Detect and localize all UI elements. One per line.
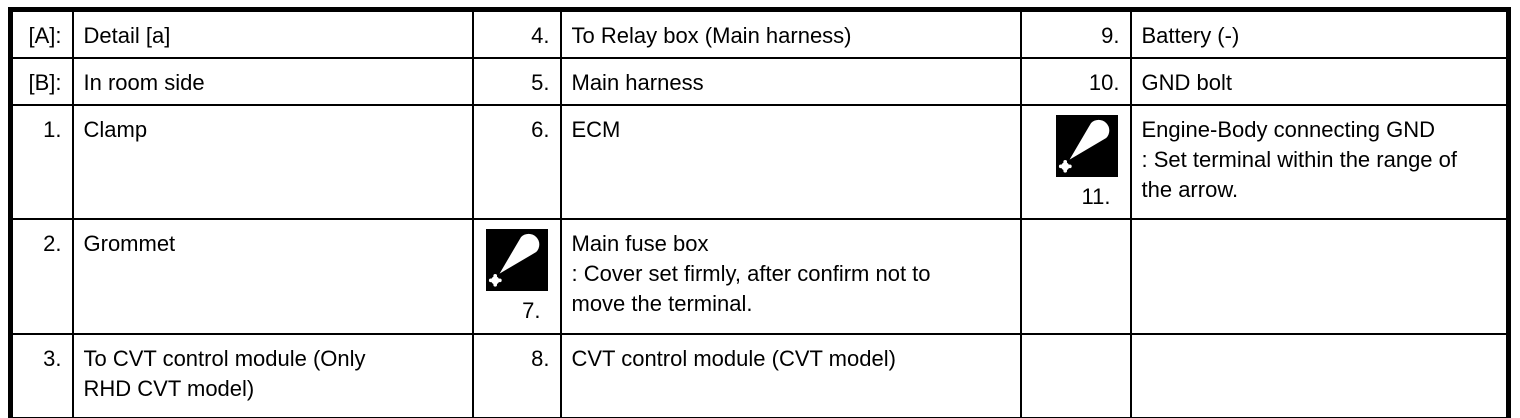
item-number-cell: 10. — [1019, 57, 1132, 106]
item-number-cell: 11. — [1019, 104, 1132, 220]
item-label-cell: Battery (-) — [1129, 8, 1510, 59]
item-label-cell: CVT control module (CVT model) — [559, 333, 1022, 418]
item-number-cell: 3. — [9, 333, 74, 418]
arrow-marker-icon — [1055, 115, 1118, 177]
table-row: [B]: In room side 5. Main harness 10. GN… — [9, 57, 1510, 106]
item-label-cell: Clamp — [71, 104, 474, 220]
legend-table: [A]: Detail [a] 4. To Relay box (Main ha… — [8, 7, 1511, 418]
item-label-cell: To Relay box (Main harness) — [559, 8, 1022, 59]
item-label-cell: Main harness — [559, 57, 1022, 106]
table-row: 2. Grommet 7. Main fuse box : Cover — [9, 218, 1510, 335]
item-number-cell: 1. — [9, 104, 74, 220]
item-number-cell — [1019, 218, 1132, 335]
item-label-cell: Main fuse box : Cover set firmly, after … — [559, 218, 1022, 335]
item-label-cell: ECM — [559, 104, 1022, 220]
item-number-cell: [A]: — [9, 8, 74, 59]
table-row: 3. To CVT control module (Only RHD CVT m… — [9, 333, 1510, 418]
item-label-cell: Grommet — [71, 218, 474, 335]
table-row: 1. Clamp 6. ECM 11. Eng — [9, 104, 1510, 220]
item-number-cell: 6. — [471, 104, 562, 220]
item-number-cell: 4. — [471, 8, 562, 59]
item-label-cell: GND bolt — [1129, 57, 1510, 106]
item-number-cell: [B]: — [9, 57, 74, 106]
arrow-marker-icon — [485, 229, 548, 291]
item-number-cell: 2. — [9, 218, 74, 335]
item-label-cell: Detail [a] — [71, 8, 474, 59]
item-number-cell: 7. — [471, 218, 562, 335]
item-number-cell: 5. — [471, 57, 562, 106]
item-number-cell: 8. — [471, 333, 562, 418]
item-number-cell — [1019, 333, 1132, 418]
table-row: [A]: Detail [a] 4. To Relay box (Main ha… — [9, 8, 1510, 59]
item-label-cell — [1129, 333, 1510, 418]
item-label-cell: In room side — [71, 57, 474, 106]
item-number-cell: 9. — [1019, 8, 1132, 59]
item-label-cell: Engine-Body connecting GND : Set termina… — [1129, 104, 1510, 220]
item-label-cell — [1129, 218, 1510, 335]
item-label-cell: To CVT control module (Only RHD CVT mode… — [71, 333, 474, 418]
item-number: 11. — [1081, 184, 1111, 209]
item-number: 7. — [522, 298, 541, 323]
